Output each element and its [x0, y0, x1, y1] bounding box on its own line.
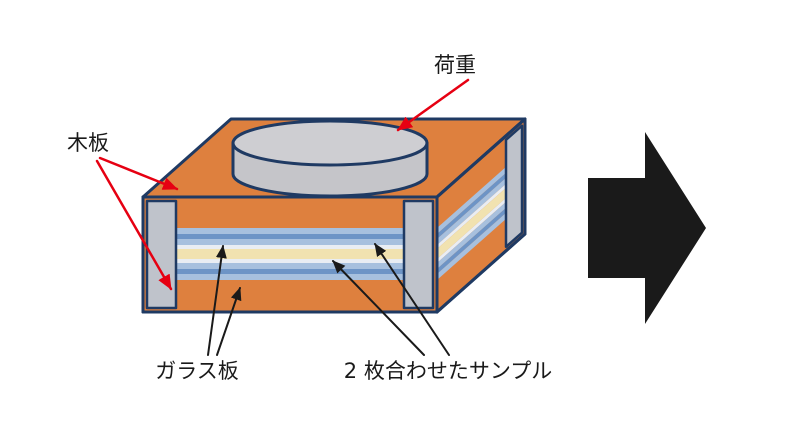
glass-arrow-lower	[216, 287, 242, 356]
layer-stripe	[176, 234, 404, 239]
box-front-face	[141, 195, 439, 314]
layer-stripe	[176, 245, 404, 249]
test-fixture-box	[141, 119, 527, 314]
annotation-arrows	[95, 78, 470, 356]
layer-stripe	[437, 211, 507, 280]
glass-plate-label: ガラス板	[155, 359, 239, 383]
layer-stripe	[176, 239, 404, 245]
sample-label: 2 枚合わせたサンプル	[344, 359, 552, 383]
load-arrow	[396, 78, 470, 132]
front-face-outline	[141, 195, 439, 314]
layer-stripe	[437, 200, 507, 269]
wood-board-label: 木板	[67, 131, 109, 155]
annotation-labels: 荷重 木板 ガラス板 2 枚合わせたサンプル	[67, 53, 552, 383]
sample-arrow-left	[332, 260, 425, 356]
layer-stripe	[437, 182, 507, 249]
box-side-face	[437, 119, 525, 312]
layer-stripe	[437, 165, 507, 234]
layer-stripe	[176, 249, 404, 259]
layer-stripe	[437, 171, 507, 239]
layer-stripe	[176, 259, 404, 263]
glass-arrow-upper	[207, 245, 227, 356]
load-cylinder	[231, 119, 429, 198]
wood-arrow-bottom	[95, 159, 173, 291]
layer-stripe	[437, 176, 507, 245]
next-step-arrow	[588, 132, 706, 324]
wood-arrow-top	[98, 156, 179, 191]
layer-stripe	[176, 269, 404, 274]
sample-arrow-right	[374, 243, 450, 356]
layer-stripe	[176, 228, 404, 234]
layer-stripe	[437, 196, 507, 263]
load-cylinder-top	[231, 119, 429, 167]
layer-stripe	[437, 186, 507, 259]
layer-stripe	[176, 263, 404, 269]
layer-stripe	[437, 206, 507, 274]
glass-plate-right	[402, 199, 435, 310]
glass-plate-back	[506, 126, 522, 247]
layer-stripe	[176, 274, 404, 280]
load-label: 荷重	[434, 53, 476, 77]
